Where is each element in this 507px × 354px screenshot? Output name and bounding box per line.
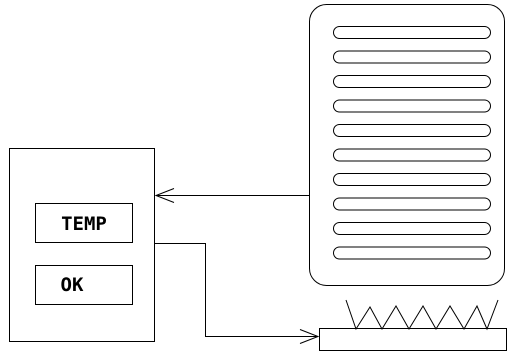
coil-segment — [334, 100, 491, 112]
ok-indicator-label: OK — [61, 274, 84, 296]
radiator-body — [310, 5, 505, 286]
ok-indicator: OK — [36, 266, 133, 305]
control-signal-arrow — [155, 244, 318, 344]
heater-plate — [320, 329, 507, 351]
sensor-signal-arrow — [156, 189, 310, 203]
heating-coil — [334, 27, 491, 260]
control-signal-line — [155, 244, 318, 337]
controller-unit: TEMP OK — [10, 149, 155, 342]
flame-zigzag — [346, 300, 498, 329]
coil-segment — [334, 223, 491, 235]
temp-display-label: TEMP — [61, 213, 107, 235]
coil-segment — [334, 125, 491, 137]
coil-segment — [334, 51, 491, 63]
temp-display: TEMP — [36, 204, 133, 243]
radiator-unit — [310, 5, 505, 286]
flame-burner — [346, 300, 498, 329]
coil-segment — [334, 247, 491, 259]
ok-indicator-frame — [36, 266, 133, 305]
controller-box — [10, 149, 155, 342]
coil-segment — [334, 198, 491, 210]
coil-segment — [334, 174, 491, 186]
coil-segment — [334, 27, 491, 39]
coil-segment — [334, 76, 491, 88]
coil-segment — [334, 149, 491, 161]
